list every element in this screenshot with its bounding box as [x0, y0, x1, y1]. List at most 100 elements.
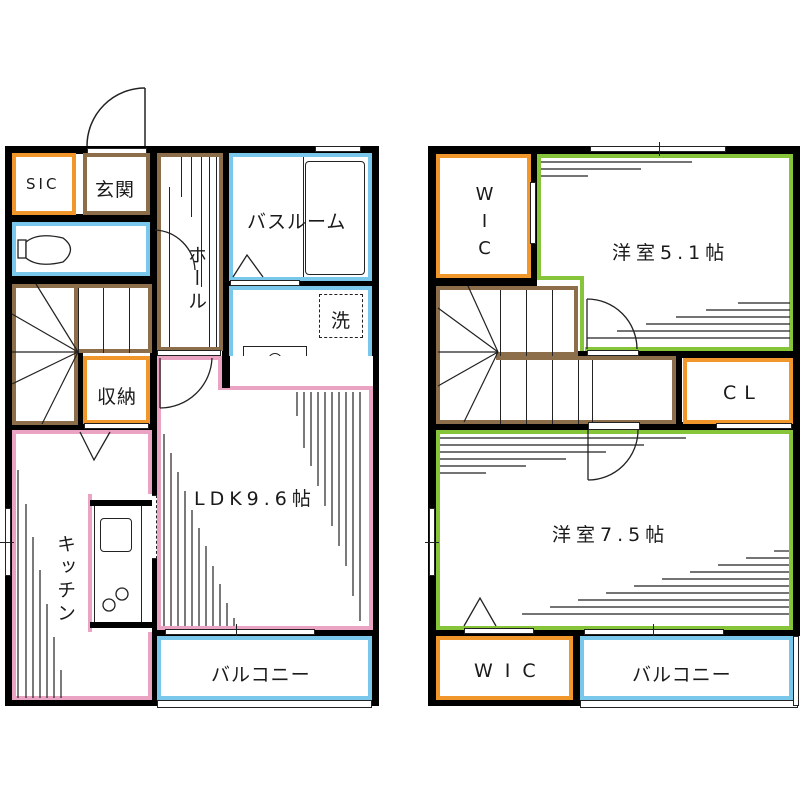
bathroom-window	[315, 146, 361, 152]
room-label: 収納	[97, 386, 138, 408]
wall	[5, 214, 155, 222]
wall	[90, 622, 152, 628]
room-wic-top[interactable]: WIC	[436, 154, 531, 278]
wic-bottom-door-icon[interactable]	[463, 596, 504, 628]
wall	[674, 350, 682, 430]
window-mark	[653, 624, 654, 638]
ldk-door-icon[interactable]	[159, 357, 220, 418]
stair-step	[526, 360, 527, 424]
room-storage[interactable]: 収納	[83, 356, 150, 424]
stair-step	[103, 288, 104, 353]
bedroom1-door-icon[interactable]	[586, 298, 647, 359]
room-closet[interactable]: CL	[683, 358, 793, 424]
stair-step	[592, 360, 593, 424]
room-label: SIC	[26, 175, 60, 193]
floor-line	[209, 157, 210, 347]
bathtub-edge	[303, 157, 304, 277]
toilet-icon	[17, 235, 72, 265]
hall-door-icon[interactable]	[154, 225, 205, 275]
floor-line	[169, 187, 170, 347]
stair-step	[129, 288, 130, 353]
storage-door-opening	[84, 423, 149, 429]
ldk-floor-lines	[163, 392, 361, 626]
wall	[572, 628, 580, 706]
room-label: WIC	[474, 660, 548, 682]
kitchen-sink	[100, 518, 132, 552]
stair-step	[500, 290, 501, 356]
room-label: キッチン	[54, 534, 76, 626]
window-mark	[0, 542, 14, 543]
wall	[792, 146, 800, 630]
wall	[90, 500, 152, 506]
floor-line	[216, 157, 217, 347]
kitchen-counter-body	[94, 506, 142, 622]
wic-bottom-door-opening	[464, 628, 534, 634]
kitchen-door-icon[interactable]	[79, 431, 120, 462]
closet-door-opening	[716, 423, 792, 429]
balcony-rail	[580, 700, 798, 708]
room-bathroom[interactable]: バスルーム	[229, 153, 372, 281]
wall	[5, 146, 379, 154]
ldk-border-top2	[218, 386, 373, 390]
room-wic-bottom[interactable]: WIC	[436, 636, 573, 700]
balcony-rail-side	[793, 636, 799, 706]
stair-winders-2f	[437, 285, 499, 423]
room-label: 洗	[331, 310, 352, 332]
bedroom1-border-left-low	[580, 278, 584, 351]
room-label: WIC	[474, 184, 495, 265]
bedroom1-border-step	[537, 276, 584, 280]
bedroom1-window	[590, 146, 726, 152]
stair-step	[500, 360, 501, 424]
wall	[222, 146, 230, 356]
floor-line	[181, 157, 182, 197]
wall	[75, 350, 83, 430]
wall	[428, 278, 582, 286]
room-entrance[interactable]: 玄関	[83, 153, 150, 215]
bathroom-door-icon[interactable]	[232, 249, 273, 279]
stair-border-left	[436, 286, 440, 424]
room-sic[interactable]: SIC	[12, 153, 76, 215]
bathroom-door-opening	[230, 280, 300, 286]
ldk-door-opening	[157, 350, 221, 356]
wall	[428, 698, 580, 706]
bedroom2-door-opening	[588, 422, 640, 430]
stair-winders	[11, 283, 79, 425]
wall	[5, 275, 155, 285]
window-mark	[659, 142, 660, 156]
room-label: LDK9.6帖	[194, 484, 316, 511]
stove-burners-icon	[102, 587, 129, 612]
stair-step	[578, 360, 579, 424]
window-mark	[425, 542, 439, 543]
room-bedroom-7-5[interactable]	[436, 430, 793, 630]
wic-door-opening	[530, 182, 536, 244]
stair-step	[552, 360, 553, 424]
bedroom1-door-opening	[587, 350, 639, 356]
ldk-border-step	[218, 356, 222, 390]
kitchen-floor-lines	[17, 470, 62, 698]
room-label: CL	[723, 382, 763, 404]
staircase-landing[interactable]	[12, 284, 78, 425]
stair-step	[526, 290, 527, 356]
room-label: 洋室5.1帖	[612, 242, 730, 264]
balcony2-door-window	[584, 629, 724, 635]
balcony-door-window	[165, 629, 315, 635]
room-balcony-1f[interactable]: バルコニー	[157, 636, 372, 700]
room-label: 洋室7.5帖	[552, 524, 670, 546]
room-toilet[interactable]	[12, 222, 150, 276]
balcony-rail	[157, 700, 372, 708]
room-label: 玄関	[95, 179, 136, 201]
ldk-notch	[222, 356, 373, 386]
floor-line	[201, 157, 202, 287]
wall	[576, 350, 800, 358]
wall	[228, 280, 378, 288]
bedroom2-floor-lines	[440, 437, 789, 615]
floor-line	[191, 157, 192, 217]
ldk-border-top	[157, 356, 221, 360]
bedroom1-floor-lines	[541, 161, 790, 339]
stair-step	[78, 288, 79, 353]
room-label: バスルーム	[247, 211, 347, 233]
front-door-icon[interactable]	[85, 84, 155, 154]
room-balcony-2f[interactable]: バルコニー	[580, 636, 793, 700]
room-label: バルコニー	[211, 664, 311, 686]
window-mark	[236, 624, 237, 638]
